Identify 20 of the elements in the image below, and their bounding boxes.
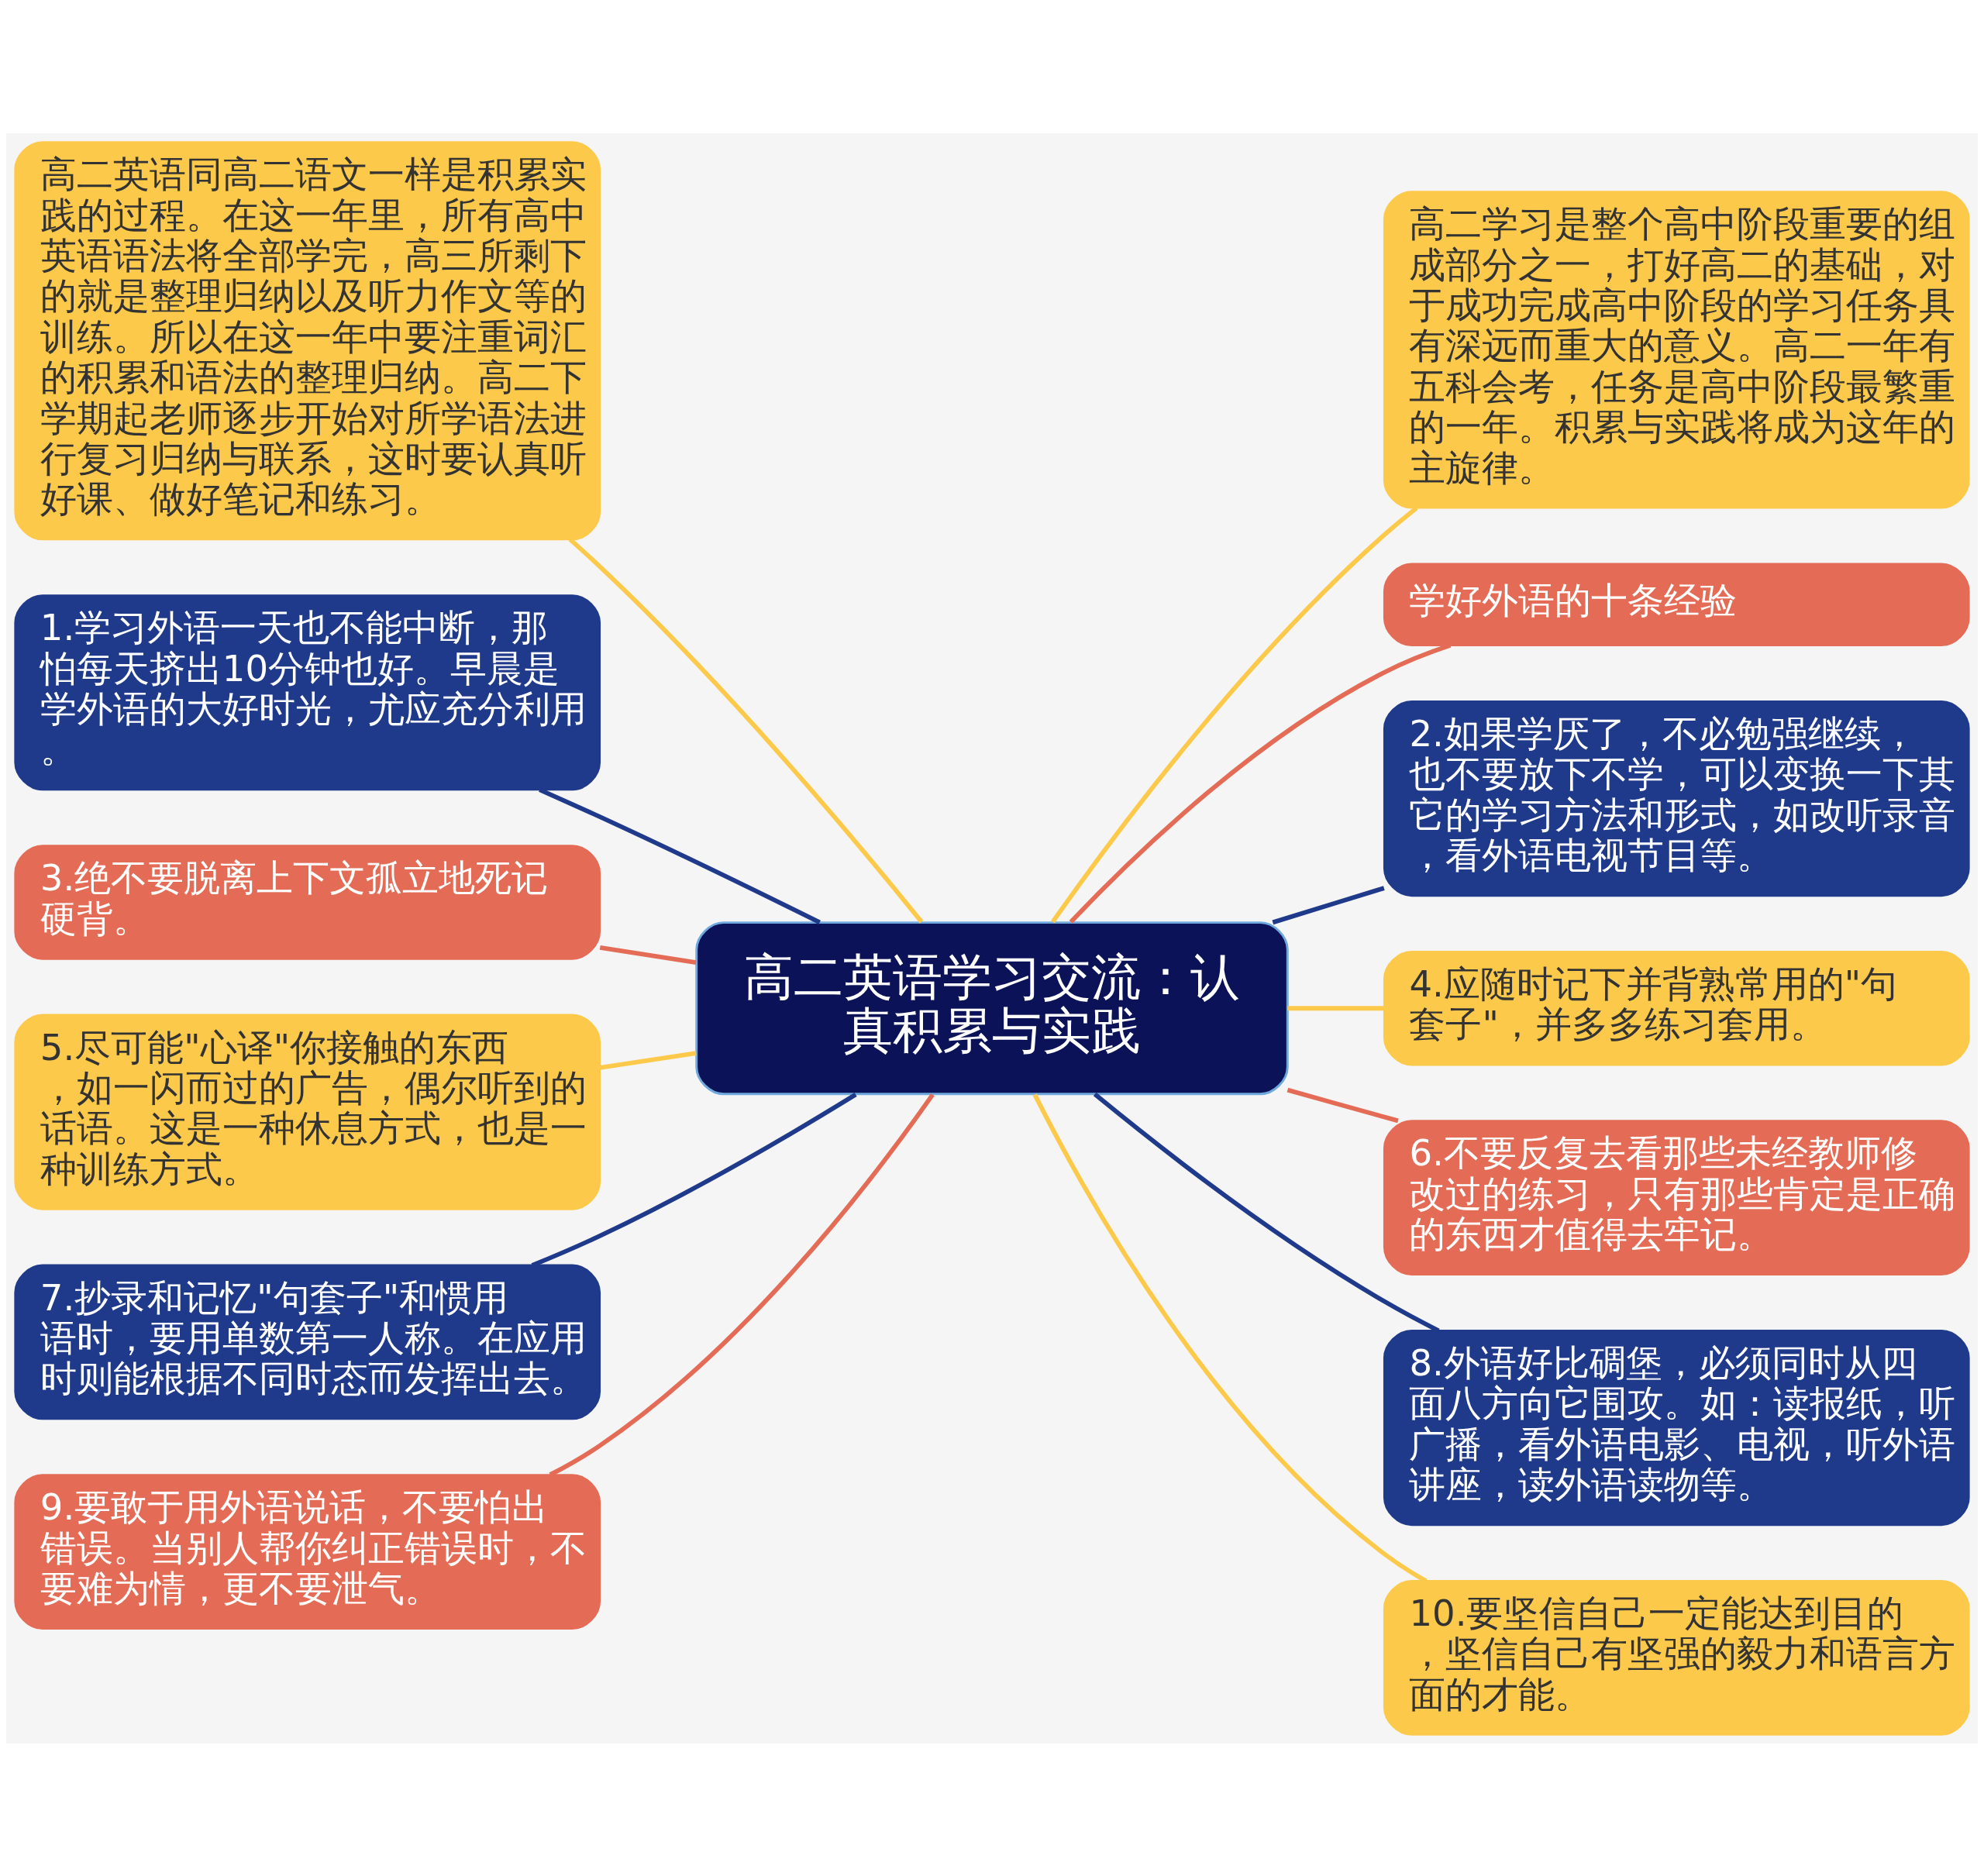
connector: [599, 1050, 697, 1070]
node-box: 3.绝不要脱离上下文孤立地死记硬背。: [14, 844, 601, 960]
node-box: 高二英语同高二语文一样是积累实践的过程。在这一年里，所有高中英语语法将全部学完，高三所剩下的就是整理归纳以及听力作文等的训练。所以在这一年中要注重词汇的积累和语法的整理归纳。高二下学期起老师逐步开始对所学语法进行复习归纳与联系，这时要认真听好课、做好笔记和练习。: [14, 140, 601, 540]
node-box: 6.不要反复去看那些未经教师修改过的练习，只有那些肯定是正确的东西才值得去牢记。: [1383, 1119, 1970, 1275]
node-box: 1.学习外语一天也不能中断，那怕每天挤出10分钟也好。早晨是学外语的大好时光，尤应充分利用。: [14, 594, 601, 790]
node-box: 高二英语学习交流：认真积累与实践: [695, 921, 1289, 1095]
connector: [1287, 1005, 1384, 1010]
node-box: 7.抄录和记忆"句套子"和惯用语时，要用单数第一人称。在应用时则能根据不同时态而发挥出去。: [14, 1264, 601, 1420]
node-box: 10.要坚信自己一定能达到目的，坚信自己有坚强的毅力和语言方面的才能。: [1383, 1579, 1970, 1736]
connector: [1286, 1087, 1399, 1123]
node-box: 高二学习是整个高中阶段重要的组成部分之一，打好高二的基础，对于成功完成高中阶段的学习任务具有深远而重大的意义。高二一年有五科会考，任务是高中阶段最繁重的一年。积累与实践将成为这年的主旋律。: [1383, 190, 1970, 509]
connector: [549, 1093, 935, 1477]
node-box: 5.尽可能"心译"你接触的东西，如一闪而过的广告，偶尔听到的话语。这是一种休息方式，也是一种训练方式。: [14, 1014, 601, 1210]
node-box: 8.外语好比碉堡，必须同时从四面八方向它围攻。如：读报纸，听广播，看外语电影、电视，听外语讲座，读外语读物等。: [1383, 1329, 1970, 1526]
node-box: 学好外语的十条经验: [1383, 562, 1970, 646]
node-box: 9.要敢于用外语说话，不要怕出错误。当别人帮你纠正错误时，不要难为情，更不要泄气。: [14, 1473, 601, 1630]
connector: [1272, 885, 1385, 924]
node-box: 2.如果学厌了，不必勉强继续，也不要放下不学，可以变换一下其它的学习方法和形式，如改听录音，看外语电视节目等。: [1383, 700, 1970, 897]
node-box: 4.应随时记下并背熟常用的"句套子"，并多多练习套用。: [1383, 950, 1970, 1065]
connector: [599, 945, 697, 965]
